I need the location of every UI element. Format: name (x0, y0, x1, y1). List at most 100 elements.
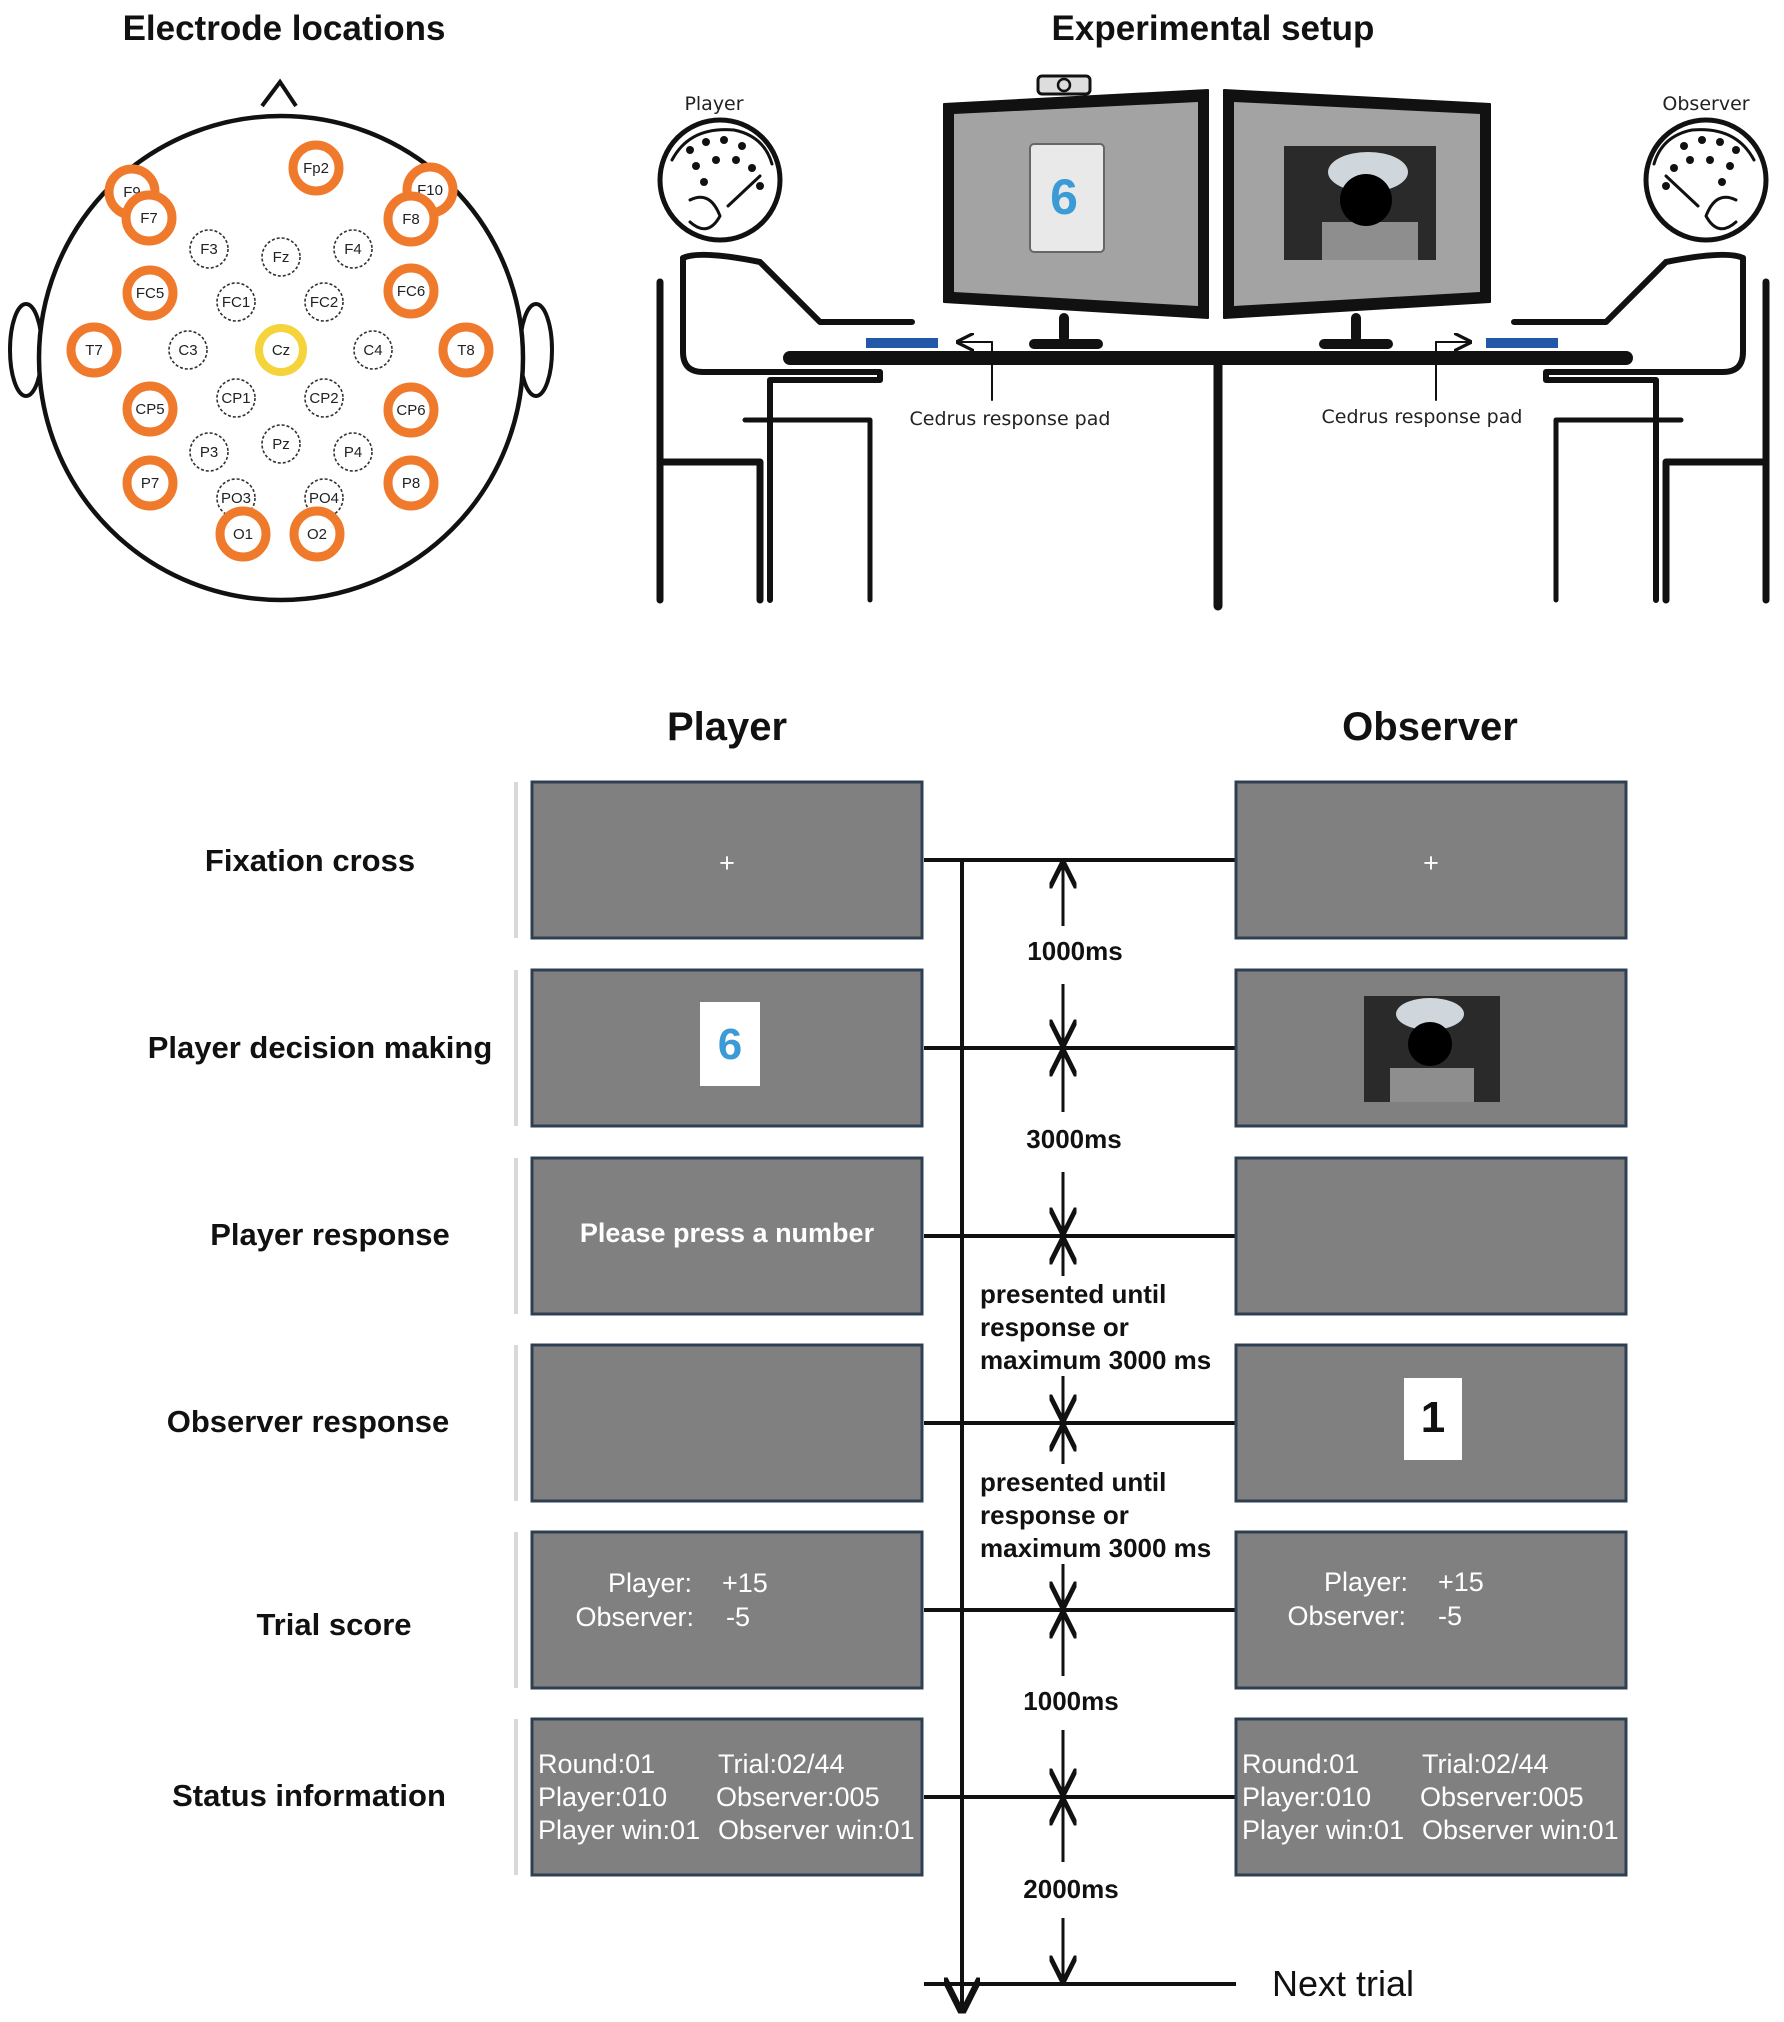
fixation-cross-left: + (719, 848, 735, 878)
electrode-c3 (168, 330, 208, 370)
player-arm (680, 251, 915, 325)
electrode-cp1 (216, 378, 256, 418)
electrode-title: Electrode locations (123, 9, 446, 48)
duration-3-line3: maximum 3000 ms (980, 1345, 1211, 1375)
electrode-label-o1: O1 (233, 526, 253, 543)
decision-number: 6 (718, 1020, 742, 1069)
observer-monitor-stand (1319, 313, 1393, 349)
electrode-label-p4: P4 (344, 444, 362, 461)
photo-face-mask (1340, 174, 1392, 226)
player-screen-status: Round:01 Trial:02/44 Player:010 Observer… (530, 1717, 924, 1877)
electrode-fc6 (383, 263, 439, 319)
timeline-connectors (924, 858, 1236, 1986)
electrode-label-t8: T8 (457, 342, 475, 359)
setup-player-label: Player (684, 93, 743, 115)
electrode-f8 (383, 191, 439, 247)
electrode-label-f7: F7 (140, 210, 158, 227)
electrode-label-o2: O2 (307, 526, 327, 543)
webcam-lens (1056, 77, 1072, 93)
electrode-label-fc2: FC2 (310, 294, 338, 311)
player-photo-face-mask (1408, 1022, 1452, 1066)
electrode-label-cp5: CP5 (135, 401, 164, 418)
fixation-cross-right: + (1423, 848, 1439, 878)
observer-screen-player-response (1234, 1156, 1628, 1316)
duration-1: 1000ms (1027, 936, 1122, 966)
electrode-label-fc1: FC1 (222, 294, 250, 311)
setup-title: Experimental setup (1052, 9, 1375, 48)
status-observer-win-right: Observer win:01 (1422, 1815, 1619, 1845)
electrode-cp5 (122, 381, 178, 437)
player-head (657, 117, 783, 243)
observer-cap-lines (1652, 128, 1756, 231)
electrode-fc5 (122, 265, 178, 321)
electrode-label-pz: Pz (272, 436, 290, 453)
row-label-player-response: Player response (210, 1217, 450, 1252)
status-trial-left: Trial:02/44 (718, 1749, 845, 1779)
pad-label-right: Cedrus response pad (1322, 406, 1523, 428)
electrode-label-fc5: FC5 (136, 285, 164, 302)
electrode-label-cz: Cz (272, 342, 290, 359)
score-player-value-left: +15 (722, 1568, 768, 1598)
score-observer-value-left: -5 (726, 1602, 750, 1632)
score-player-label-right: Player: (1324, 1567, 1408, 1597)
electrode-t7 (66, 322, 122, 378)
observer-choice-card (1404, 1378, 1462, 1460)
experimental-setup-drawing (656, 74, 1770, 611)
electrode-label-p7: P7 (141, 475, 159, 492)
row-label-observer-response: Observer response (167, 1404, 450, 1439)
electrode-cp6 (383, 382, 439, 438)
status-round-left: Round:01 (538, 1749, 655, 1779)
status-observer-left: Observer:005 (716, 1782, 880, 1812)
row-label-decision: Player decision making (148, 1030, 493, 1065)
duration-4-line3: maximum 3000 ms (980, 1533, 1211, 1563)
player-column-title: Player (667, 705, 787, 749)
electrode-f7 (121, 190, 177, 246)
electrode-label-cp2: CP2 (309, 390, 338, 407)
electrode-fc2 (304, 282, 344, 322)
electrode-label-p8: P8 (402, 475, 420, 492)
player-screen-score: Player: +15 Observer: -5 (530, 1530, 924, 1690)
observer-head (1643, 117, 1769, 243)
player-screen-decision: 6 (530, 968, 924, 1128)
decision-card (700, 1002, 760, 1086)
observer-choice-number: 1 (1421, 1393, 1445, 1442)
row-label-fixation: Fixation cross (205, 843, 415, 878)
observer-screen-score: Player: +15 Observer: -5 (1234, 1530, 1628, 1690)
electrode-label-po4: PO4 (309, 490, 339, 507)
electrode-fp2 (288, 140, 344, 196)
webcam (1036, 74, 1092, 96)
status-observer-win-left: Observer win:01 (718, 1815, 915, 1845)
electrode-o1 (215, 506, 271, 562)
setup-observer-label: Observer (1662, 93, 1749, 115)
row-label-trial-score: Trial score (256, 1607, 411, 1642)
trial-paradigm: Fixation cross Player decision making Pl… (148, 780, 1628, 2010)
duration-5: 1000ms (1023, 1686, 1118, 1716)
electrode-p3 (189, 432, 229, 472)
player-response-pad (866, 338, 938, 348)
player-chair (656, 278, 764, 604)
photo-shirt (1322, 222, 1418, 260)
status-observer-right: Observer:005 (1420, 1782, 1584, 1812)
electrode-label-p3: P3 (200, 444, 218, 461)
observer-cap-dots (1662, 136, 1740, 190)
player-screen-observer-response (530, 1343, 924, 1503)
duration-6: 2000ms (1023, 1874, 1118, 1904)
electrode-fc1 (216, 282, 256, 322)
electrode-p7 (122, 455, 178, 511)
electrode-p4 (333, 432, 373, 472)
electrode-label-cp1: CP1 (221, 390, 250, 407)
electrode-label-cp6: CP6 (396, 402, 425, 419)
duration-4-line1: presented until (980, 1467, 1166, 1497)
duration-4-line2: response or (980, 1500, 1129, 1530)
status-player-win-right: Player win:01 (1242, 1815, 1404, 1845)
electrode-label-f4: F4 (344, 241, 362, 258)
electrode-c4 (353, 330, 393, 370)
player-screen-response: Please press a number (530, 1156, 924, 1316)
electrode-f3 (189, 229, 229, 269)
electrode-cp2 (304, 378, 344, 418)
electrode-label-t7: T7 (85, 342, 103, 359)
player-cap-dots (686, 136, 764, 190)
